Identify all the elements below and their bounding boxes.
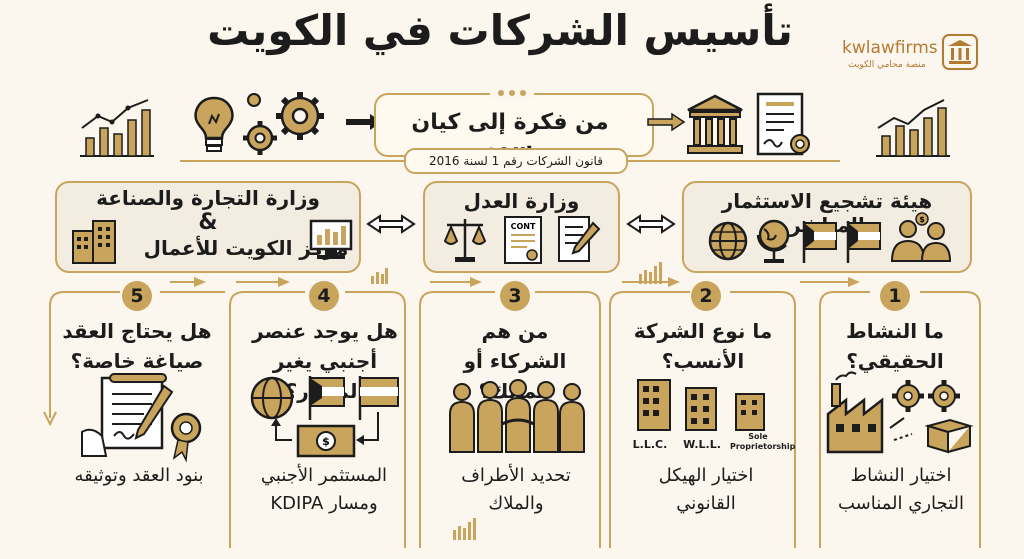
arrow-right-icon (346, 114, 382, 130)
computer-monitor-icon (309, 219, 353, 259)
brand-logo[interactable]: kwlawfirms منصة محامي الكويت (842, 34, 992, 76)
step-3-number: 3 (500, 281, 530, 311)
small-bars-icon (371, 268, 388, 284)
svg-text:$: $ (919, 215, 925, 224)
factory-icon (826, 371, 974, 454)
investors-icon: $ (890, 212, 952, 262)
authority-commerce: وزارة التجارة والصناعة & مركز الكويت للأ… (55, 181, 361, 273)
small-bars-icon-3 (453, 518, 476, 540)
growth-chart-icon (80, 99, 154, 157)
step-5-number: 5 (122, 281, 152, 311)
step-1-answer: اختيار النشاط التجاري المناسب (837, 465, 965, 514)
step-4-answer: المستثمر الأجنبي ومسار KDIPA (260, 465, 388, 514)
authority-commerce-title-1: وزارة التجارة والصناعة (96, 186, 320, 210)
growth-chart-icon-right (876, 99, 950, 157)
banner-text: من فكرة إلى كيان رسمي (411, 110, 609, 160)
gears-icon (243, 92, 324, 155)
pillar-logo-icon (942, 34, 978, 70)
banner-dots (490, 86, 534, 100)
authority-kdipa-title: هيئة تشجيع الاستثمار المباشر (721, 189, 933, 237)
authority-justice: وزارة العدل CONT (423, 181, 620, 273)
step-2-answer: اختيار الهيكل القانوني (658, 465, 754, 514)
partners-group-icon (449, 379, 585, 453)
small-bars-icon-2 (639, 262, 662, 284)
double-arrow-icon (626, 214, 676, 234)
contract-icon-label: CONT (511, 222, 536, 231)
authority-commerce-amp: & (198, 210, 218, 235)
step-3-answer: تحديد الأطراف والملاك (461, 465, 571, 514)
desk-globe-icon (756, 219, 790, 263)
government-building-icon (687, 94, 743, 154)
step-1-question: ما النشاط الحقيقي؟ (845, 319, 945, 373)
contract-icon: CONT (504, 216, 542, 264)
contract-signing-icon (81, 373, 202, 463)
step-4-number: 4 (309, 281, 339, 311)
justice-scale-icon (443, 219, 487, 262)
double-arrow-icon-2 (366, 214, 416, 234)
logo-name: kwlawfirms (842, 38, 938, 58)
kuwait-flag-icon (802, 221, 837, 263)
label-wll: W.L.L. (683, 438, 721, 451)
signed-document-icon (558, 216, 601, 262)
step-2-question: ما نوع الشركة الأنسب؟ (633, 319, 773, 373)
contract-document-icon (756, 92, 810, 156)
company-buildings-icon (637, 379, 765, 431)
step-2-number: 2 (691, 281, 721, 311)
step-5-question: هل يحتاج العقد صياغة خاصة؟ (62, 319, 212, 373)
authority-justice-title: وزارة العدل (463, 189, 580, 213)
authority-kdipa: هيئة تشجيع الاستثمار المباشر $ (682, 181, 972, 273)
step-5-answer: بنود العقد وتوثيقه (74, 465, 204, 486)
label-sole-proprietorship: Sole Proprietorship (730, 432, 796, 451)
kuwait-flag-icon-2 (846, 221, 881, 263)
page-title: تأسيس الشركات في الكويت (207, 6, 793, 55)
arrow-right-icon-2 (647, 112, 686, 132)
step-1-number: 1 (880, 281, 910, 311)
law-reference: قانون الشركات رقم 1 لسنة 2016 (404, 148, 628, 174)
globe-icon (708, 221, 748, 261)
step-4-question: هل يوجد عنصر أجنبي يغير المسار؟ (252, 319, 398, 403)
label-llc: L.L.C. (632, 438, 668, 451)
idea-lightbulb-icon (194, 96, 234, 152)
logo-subtitle: منصة محامي الكويت (848, 60, 926, 70)
svg-text:$: $ (322, 435, 330, 448)
foreign-investor-icon: $ (250, 376, 399, 458)
office-buildings-icon (72, 220, 116, 264)
